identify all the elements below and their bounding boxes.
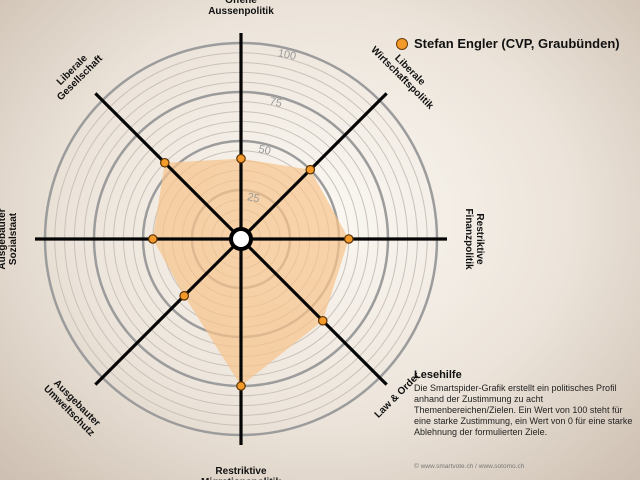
axis-label-line: Ausgebauter: [0, 208, 8, 269]
axis-label-line: Offene: [225, 0, 257, 6]
legend-marker: [396, 37, 408, 50]
spoke-6: [94, 237, 243, 386]
axis-label-line: Restriktive: [474, 213, 485, 265]
data-point-1: [236, 153, 246, 164]
ring-label-25: 25: [246, 191, 260, 205]
data-point-3: [343, 234, 354, 244]
data-points: [148, 153, 354, 391]
data-point-2: [305, 164, 316, 175]
data-point-5: [236, 381, 246, 391]
data-point-8: [159, 157, 170, 168]
legend-label: Stefan Engler (CVP, Graubünden): [414, 36, 620, 51]
center-hub: [229, 227, 253, 251]
spoke-2: [239, 92, 388, 241]
axis-label-line: Aussenpolitik: [208, 6, 274, 17]
profile-polygon: [152, 158, 349, 386]
axis-label-line: Restriktive: [215, 466, 267, 477]
axis-label-3: RestriktiveFinanzpolitik: [463, 208, 485, 270]
data-point-7: [148, 234, 158, 244]
ring-label-100: 100: [277, 47, 297, 63]
axis-label-line: Sozialstaat: [8, 212, 19, 265]
center-ring: [229, 227, 253, 251]
axis-label-7: AusgebauterSozialstaat: [0, 208, 19, 269]
data-point-4: [317, 315, 328, 326]
ring-label-75: 75: [269, 96, 283, 110]
source-credit: © www.smartvote.ch / www.sotomo.ch: [414, 463, 525, 470]
profile-area: [152, 158, 349, 386]
axis-label-5: RestriktiveMigrationspolitik: [201, 466, 281, 480]
spoke-4: [239, 237, 388, 386]
legend: Stefan Engler (CVP, Graubünden): [396, 36, 620, 51]
data-point-6: [179, 291, 189, 301]
ring-labels: 25 50 75 100: [246, 47, 297, 205]
ring-label-50: 50: [257, 143, 271, 157]
reading-help: Lesehilfe Die Smartspider-Grafik erstell…: [414, 369, 636, 438]
axis-label-line: Finanzpolitik: [463, 208, 474, 270]
reading-help-text: Die Smartspider-Grafik erstellt ein poli…: [414, 383, 633, 437]
axis-label-line: Migrationspolitik: [201, 477, 281, 480]
axis-label-6: AusgebauterUmweltschutz: [41, 376, 104, 439]
reading-help-title: Lesehilfe: [414, 369, 462, 381]
